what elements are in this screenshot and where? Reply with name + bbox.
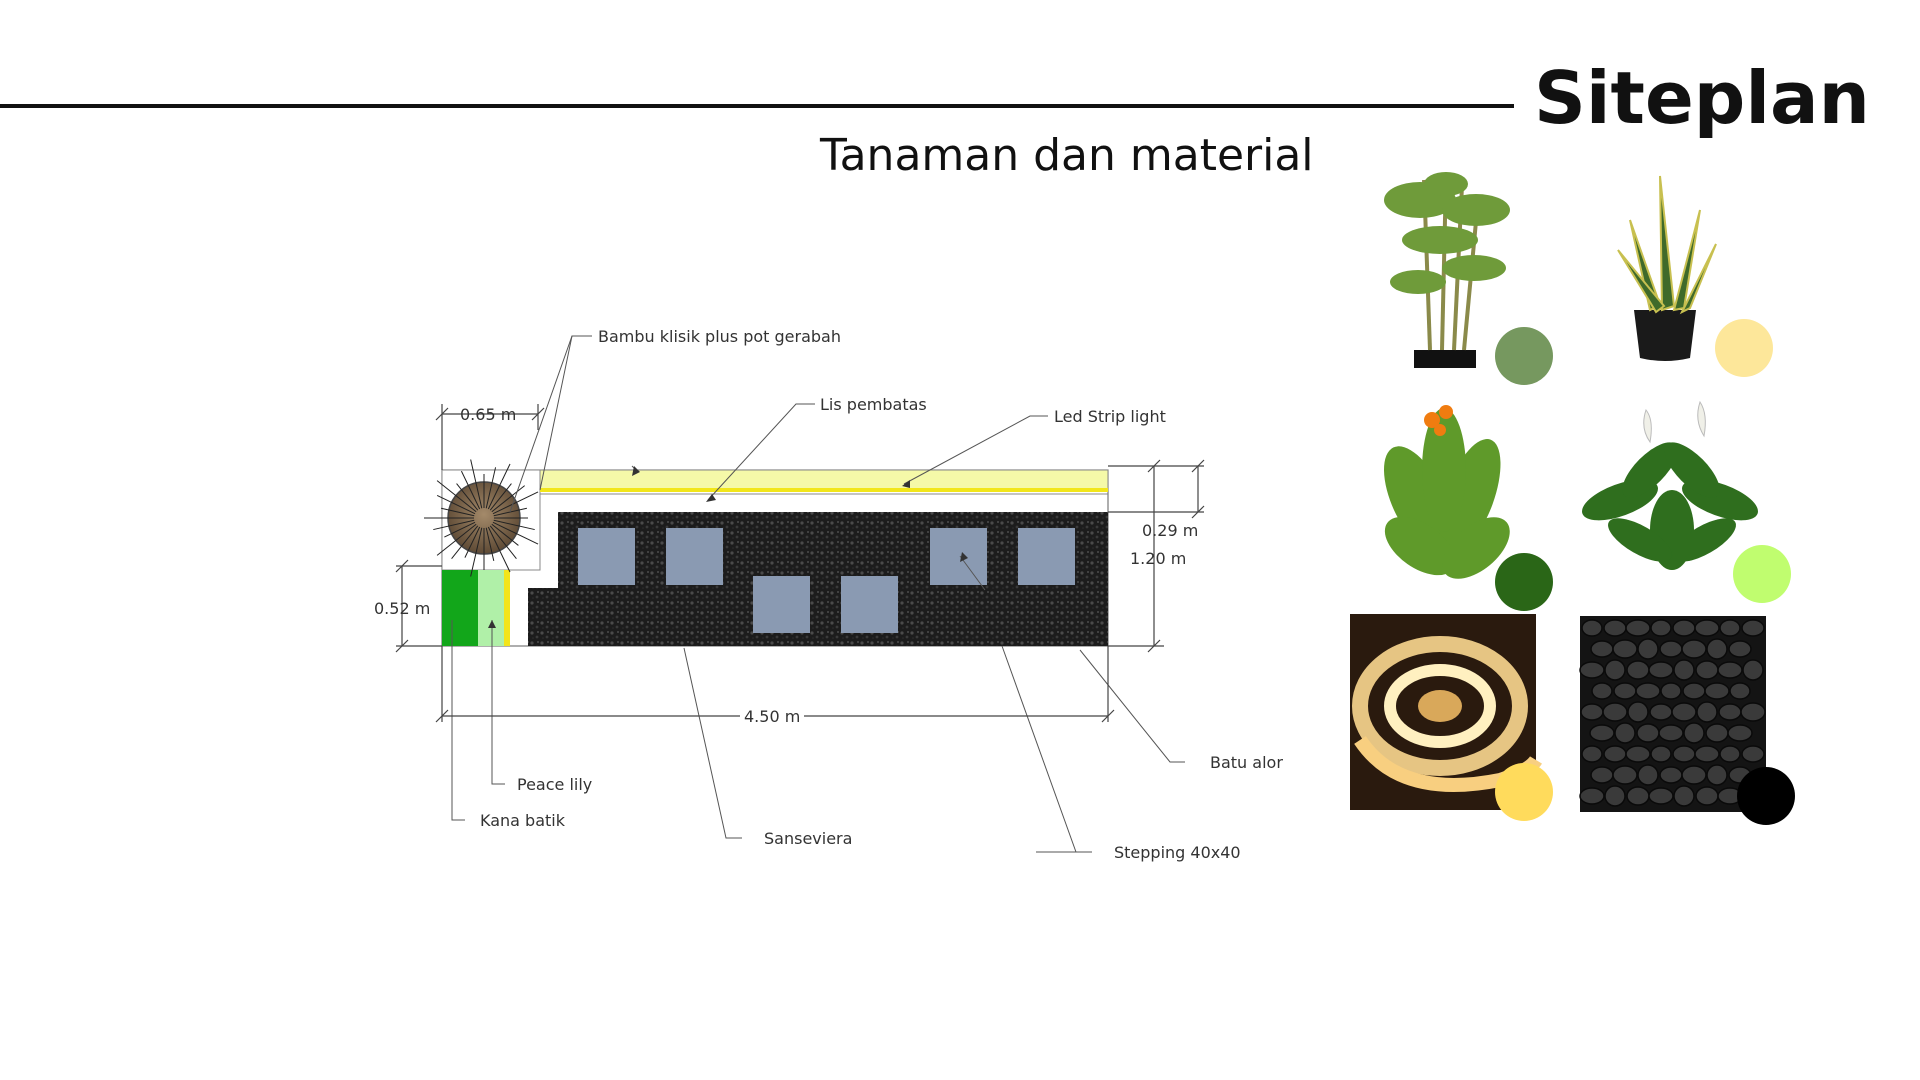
peace-lily-bed (478, 570, 504, 646)
bamboo-color-swatch (1495, 327, 1553, 385)
led-color-swatch (1495, 763, 1553, 821)
stepping-stone (578, 528, 635, 585)
kana-batik-bed (442, 570, 478, 646)
stepping-stone (666, 528, 723, 585)
peace-lily-color-swatch (1733, 545, 1791, 603)
stepping-stone (930, 528, 987, 585)
header-rule (0, 104, 1514, 108)
leader-lines (451, 335, 1185, 853)
dim-pot-width: 0.65 m (460, 405, 516, 424)
dim-total-height: 1.20 m (1130, 549, 1186, 568)
stepping-stones (578, 528, 1075, 633)
bamboo-plant-image (1384, 172, 1510, 368)
canna-color-swatch (1495, 553, 1553, 611)
pebbles-color-swatch (1737, 767, 1795, 825)
bamboo-pot (424, 459, 539, 577)
label-led-strip: Led Strip light (1054, 407, 1166, 426)
stepping-stone (841, 576, 898, 633)
arrowheads (488, 466, 968, 628)
page-subtitle: Tanaman dan material (820, 130, 1314, 181)
dimension-lines (395, 404, 1205, 723)
black-pebbles-image (1579, 616, 1766, 812)
label-bambu: Bambu klisik plus pot gerabah (598, 327, 841, 346)
lis-pembatas (540, 488, 1108, 492)
label-stepping: Stepping 40x40 (1114, 843, 1241, 862)
stepping-stone (1018, 528, 1075, 585)
label-kana-batik: Kana batik (480, 811, 566, 830)
label-peace-lily: Peace lily (517, 775, 592, 794)
dim-border-height: 0.29 m (1142, 521, 1198, 540)
page-title: Siteplan (1534, 56, 1870, 140)
led-edge (504, 570, 510, 646)
label-lis-pembatas: Lis pembatas (820, 395, 927, 414)
label-sanseviera: Sanseviera (764, 829, 852, 848)
dim-total-length: 4.50 m (744, 707, 800, 726)
stepping-stone (753, 576, 810, 633)
sansevieria-color-swatch (1715, 319, 1773, 377)
dim-planter-height: 0.52 m (374, 599, 430, 618)
canna-plant-image (1383, 405, 1510, 579)
peace-lily-plant-image (1582, 400, 1758, 570)
sansevieria-plant-image (1617, 175, 1717, 361)
label-batu-alor: Batu alor (1210, 753, 1283, 772)
